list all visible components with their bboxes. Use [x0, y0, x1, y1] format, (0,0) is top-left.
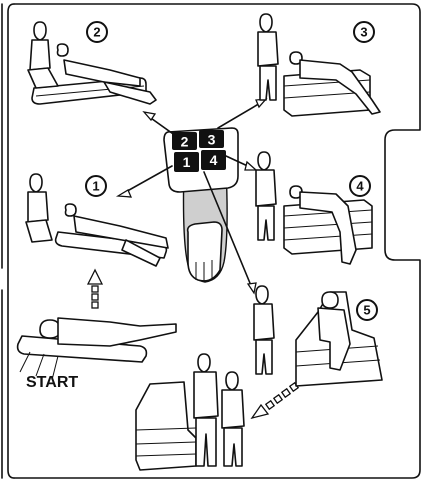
arrow-to-step-2: [144, 112, 176, 136]
svg-text:4: 4: [210, 152, 218, 168]
arrow-to-step-1: [118, 166, 172, 197]
remote-button-1: 1: [174, 152, 199, 172]
step-4-scene: [256, 152, 372, 264]
svg-text:3: 3: [360, 25, 367, 40]
remote-control: 2 3 1 4: [164, 128, 238, 282]
step-4-badge: 4: [350, 176, 370, 196]
svg-text:1: 1: [92, 179, 99, 194]
final-scene: [136, 354, 244, 470]
svg-text:5: 5: [363, 303, 370, 318]
step-1-badge: 1: [86, 176, 106, 196]
start-label: START: [26, 374, 78, 391]
svg-text:4: 4: [356, 179, 364, 194]
remote-button-4: 4: [201, 150, 226, 170]
svg-text:1: 1: [183, 154, 191, 170]
remote-button-3: 3: [199, 130, 224, 148]
step-2-badge: 2: [87, 22, 107, 42]
step-3-badge: 3: [354, 22, 374, 42]
dashed-arrow-start-to-1: [88, 270, 102, 308]
svg-text:2: 2: [181, 134, 189, 150]
remote-button-2: 2: [172, 132, 197, 150]
arrow-to-step-3: [218, 99, 266, 128]
svg-text:3: 3: [208, 132, 216, 148]
dashed-arrow-5-to-final: [252, 383, 298, 418]
svg-text:2: 2: [93, 25, 100, 40]
step-5-badge: 5: [357, 300, 377, 320]
start-scene: START: [18, 318, 176, 391]
